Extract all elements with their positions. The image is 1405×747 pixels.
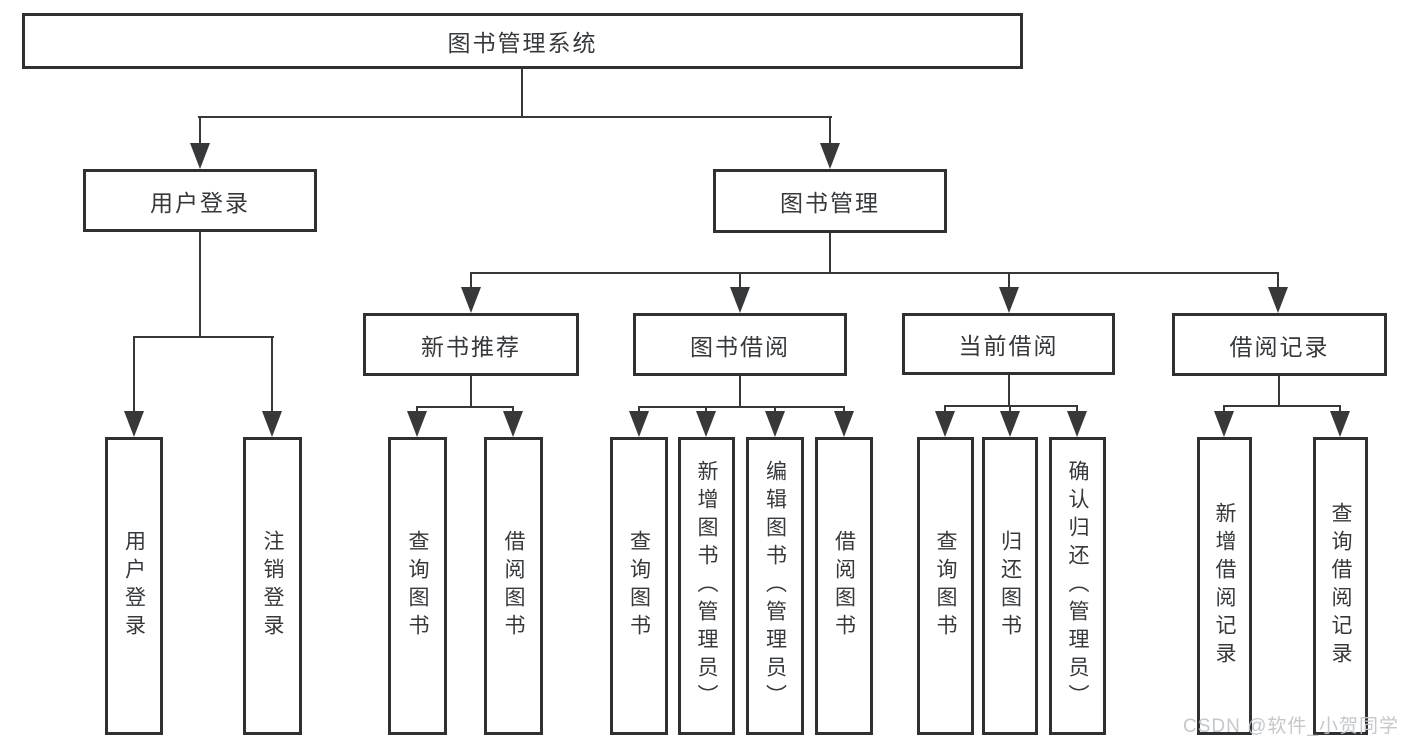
- leaf-label: 借阅图书: [502, 530, 525, 642]
- leaf-label: 查询借阅记录: [1329, 502, 1352, 670]
- arrowhead-down-icon: [696, 411, 716, 437]
- arrowhead-down-icon: [461, 287, 481, 313]
- connector-line: [1076, 405, 1078, 414]
- arrowhead-down-icon: [765, 411, 785, 437]
- node-current-borrowing: 当前借阅: [902, 313, 1115, 375]
- arrowhead-down-icon: [629, 411, 649, 437]
- leaf-label: 查询图书: [627, 530, 651, 642]
- csdn-watermark: CSDN @软件_小贺同学: [1183, 716, 1399, 737]
- arrowhead-down-icon: [190, 143, 210, 169]
- node-user-login: 用户登录: [83, 169, 317, 232]
- connector-line: [843, 406, 845, 414]
- connector-line: [470, 376, 472, 408]
- connector-line: [944, 405, 946, 414]
- node-new-book-recommendation: 新书推荐: [363, 313, 579, 376]
- arrowhead-down-icon: [1214, 411, 1234, 437]
- leaf-add-books-admin: 新增图书（管理员）: [678, 437, 735, 735]
- connector-line: [199, 232, 201, 338]
- connector-line: [199, 116, 201, 146]
- leaf-label: 查询图书: [406, 530, 429, 642]
- leaf-borrow-books-recommend: 借阅图书: [484, 437, 543, 735]
- connector-line: [1009, 405, 1011, 414]
- leaf-label: 编辑图书（管理员）: [763, 460, 787, 712]
- node-label: 图书管理系统: [447, 30, 598, 56]
- leaf-label: 借阅图书: [832, 530, 856, 642]
- leaf-query-books-borrowing: 查询图书: [610, 437, 668, 735]
- arrowhead-down-icon: [730, 287, 750, 313]
- connector-line: [1008, 375, 1010, 406]
- connector-line: [133, 336, 135, 414]
- connector-line: [829, 233, 831, 274]
- node-label: 借阅记录: [1229, 333, 1330, 360]
- connector-line: [638, 406, 640, 414]
- connector-line: [1008, 272, 1010, 290]
- leaf-label: 查询图书: [934, 530, 957, 642]
- leaf-query-borrow-record: 查询借阅记录: [1313, 437, 1368, 735]
- arrowhead-down-icon: [124, 411, 144, 437]
- connector-line: [133, 336, 274, 338]
- connector-line: [1223, 405, 1341, 407]
- connector-line: [470, 272, 1279, 274]
- connector-line: [638, 406, 845, 408]
- arrowhead-down-icon: [999, 287, 1019, 313]
- leaf-user-login: 用户登录: [105, 437, 163, 735]
- leaf-query-books-current: 查询图书: [917, 437, 974, 735]
- leaf-borrow-books-borrowing: 借阅图书: [815, 437, 873, 735]
- node-label: 图书管理: [780, 190, 880, 216]
- connector-line: [1339, 405, 1341, 414]
- arrowhead-down-icon: [820, 143, 840, 169]
- connector-line: [470, 272, 472, 290]
- leaf-label: 注销登录: [261, 530, 284, 642]
- connector-line: [829, 116, 831, 146]
- node-label: 图书借阅: [690, 333, 790, 360]
- connector-line: [521, 69, 523, 117]
- node-label: 新书推荐: [421, 333, 521, 360]
- leaf-label: 确认归还（管理员）: [1066, 460, 1089, 712]
- connector-line: [944, 405, 1078, 407]
- arrowhead-down-icon: [503, 411, 523, 437]
- connector-line: [416, 406, 418, 414]
- leaf-logout: 注销登录: [243, 437, 302, 735]
- arrowhead-down-icon: [1067, 411, 1087, 437]
- connector-line: [705, 406, 707, 414]
- arrowhead-down-icon: [935, 411, 955, 437]
- arrowhead-down-icon: [1330, 411, 1350, 437]
- leaf-confirm-return-admin: 确认归还（管理员）: [1049, 437, 1106, 735]
- connector-line: [1278, 376, 1280, 407]
- arrowhead-down-icon: [1268, 287, 1288, 313]
- leaf-label: 归还图书: [998, 530, 1022, 642]
- connector-line: [271, 336, 273, 414]
- leaf-label: 新增借阅记录: [1213, 502, 1236, 670]
- node-label: 当前借阅: [958, 333, 1059, 359]
- connector-line: [198, 116, 832, 118]
- node-library-management-system: 图书管理系统: [22, 13, 1023, 69]
- leaf-label: 用户登录: [122, 530, 146, 642]
- arrowhead-down-icon: [834, 411, 854, 437]
- node-label: 用户登录: [150, 189, 250, 216]
- connector-line: [739, 376, 741, 408]
- connector-line: [1223, 405, 1225, 414]
- connector-line: [1277, 272, 1279, 290]
- connector-line: [739, 272, 741, 290]
- leaf-add-borrow-record: 新增借阅记录: [1197, 437, 1252, 735]
- connector-line: [416, 406, 514, 408]
- arrowhead-down-icon: [262, 411, 282, 437]
- leaf-edit-books-admin: 编辑图书（管理员）: [746, 437, 804, 735]
- leaf-label: 新增图书（管理员）: [695, 460, 718, 712]
- leaf-query-books-recommend: 查询图书: [388, 437, 447, 735]
- node-borrowing-records: 借阅记录: [1172, 313, 1387, 376]
- node-book-management: 图书管理: [713, 169, 947, 233]
- leaf-return-books: 归还图书: [982, 437, 1038, 735]
- arrowhead-down-icon: [1000, 411, 1020, 437]
- connector-line: [774, 406, 776, 414]
- arrowhead-down-icon: [407, 411, 427, 437]
- connector-line: [512, 406, 514, 414]
- node-book-borrowing: 图书借阅: [633, 313, 847, 376]
